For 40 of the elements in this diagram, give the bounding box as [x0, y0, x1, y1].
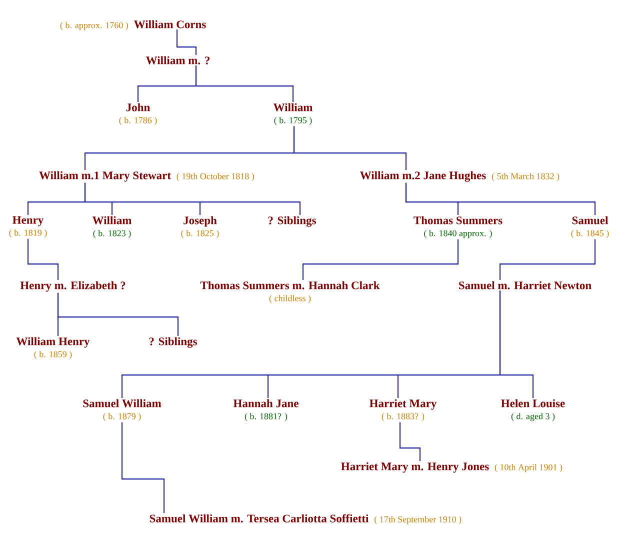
connector-line: [294, 126, 406, 170]
connector-line: [500, 290, 534, 398]
person-entry: Samuel m. Harriet Newton: [459, 281, 592, 290]
person-entry: William ( b. 1823 ): [92, 216, 132, 238]
person-entry: Samuel William m. Tersea Carliotta Soffietti: [150, 514, 369, 522]
person-entry: William Corns: [134, 20, 206, 28]
person-entry: Harriet Mary m. Henry Jones: [341, 462, 489, 473]
person-entry: William Henry ( b. 1859 ): [16, 337, 90, 360]
person-entry: Harriet Mary ( b. 1883? ): [370, 399, 437, 422]
date-label: ( 5th March 1832 ): [492, 172, 560, 182]
date-label: ( b. approx. 1760 ): [60, 22, 128, 30]
connector-line: [28, 238, 58, 280]
connector-line: [84, 182, 300, 216]
person-entry: ? Siblings: [149, 337, 197, 348]
connector-line: [400, 422, 420, 462]
person-entry: William m. ?: [146, 56, 210, 64]
person-entry: Samuel ( b. 1845 ): [571, 216, 609, 238]
person-entry: Joseph ( b. 1825 ): [181, 216, 219, 238]
person-entry: Henry m. Elizabeth ?: [20, 281, 126, 292]
person-entry: Henry ( b. 1819 ): [9, 216, 47, 238]
connector-line: [196, 65, 294, 102]
person-entry: Thomas Summers ( b. 1840 approx. ): [414, 216, 502, 238]
person-entry: John ( b. 1786 ): [119, 103, 157, 126]
person-entry: Helen Louise ( d. aged 3 ): [501, 399, 565, 422]
connector-line: [406, 182, 596, 216]
person-entry: Thomas Summers m. Hannah Clark ( childless ): [200, 281, 380, 304]
person-entry: William m.1 Mary Stewart: [39, 171, 171, 182]
person-entry: Samuel William ( b. 1879 ): [83, 399, 162, 422]
connector-line: [122, 422, 164, 514]
date-label: ( 19th October 1818 ): [176, 172, 254, 182]
person-entry: William m.2 Jane Hughes: [360, 171, 486, 182]
connector-line: [302, 238, 458, 280]
date-label: ( 17th September 1910 ): [374, 516, 462, 524]
connector-line: [176, 29, 196, 56]
person-entry: William ( b. 1795 ): [273, 103, 313, 126]
connector-line: [58, 292, 178, 336]
date-label: ( 10th April 1901 ): [494, 464, 562, 472]
person-entry: ? Siblings: [268, 216, 316, 227]
person-entry: Hannah Jane ( b. 1881? ): [233, 399, 298, 422]
connector-line: [500, 238, 596, 280]
